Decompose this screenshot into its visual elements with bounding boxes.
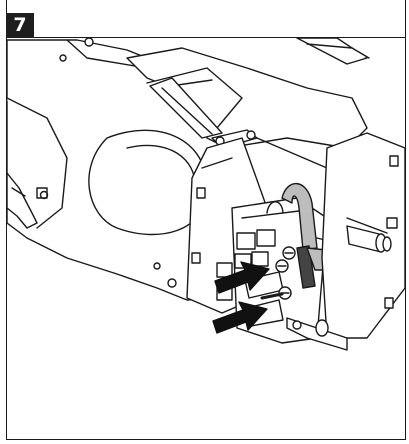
housing-illustration — [7, 38, 405, 351]
step-header-rule — [6, 37, 406, 38]
housing-foot — [7, 172, 38, 229]
screw-icon — [260, 246, 296, 300]
pointer-arrow-icon — [212, 261, 270, 334]
cable-gland — [346, 225, 392, 253]
bottom-bracket — [286, 317, 348, 351]
step-number-badge: 7 — [6, 13, 34, 38]
top-bracket — [296, 38, 370, 65]
lid-block — [126, 47, 368, 149]
